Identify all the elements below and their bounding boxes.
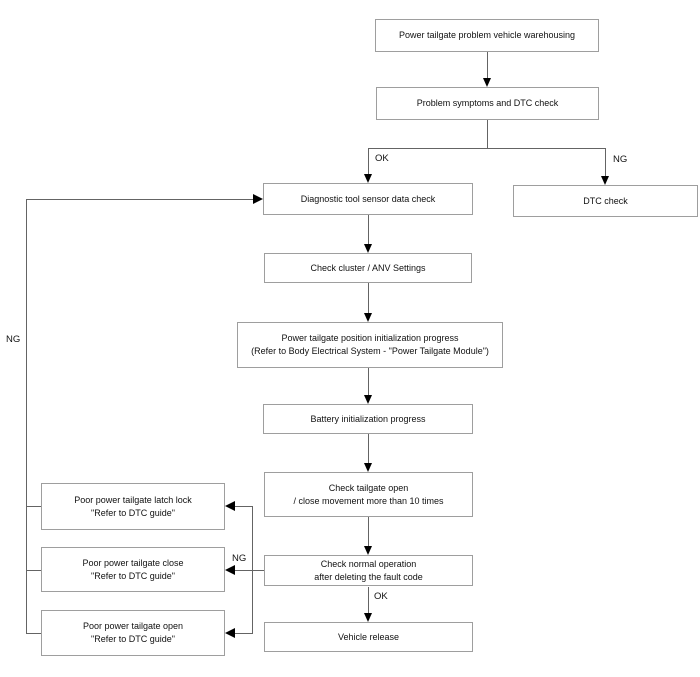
connector-symptoms-to-branch [487, 120, 488, 148]
node-label: Problem symptoms and DTC check [416, 98, 559, 108]
node-power-tailgate-warehousing: Power tailgate problem vehicle warehousi… [375, 19, 599, 52]
arrowhead-down-icon [601, 176, 609, 185]
connector-warehousing-to-symptoms [487, 52, 488, 79]
connector-ng-loop-vertical [26, 199, 27, 633]
connector-normal-operation-to-vehicle-release [368, 587, 369, 613]
edge-label-ok-release: OK [373, 591, 389, 603]
node-label-line2: "Refer to DTC guide" [91, 634, 175, 644]
node-label: Check cluster / ANV Settings [310, 262, 426, 273]
node-label: Power tailgate problem vehicle warehousi… [398, 30, 576, 40]
node-diagnostic-tool-sensor-data-check: Diagnostic tool sensor data check [263, 183, 473, 215]
connector-ok-drop [368, 148, 369, 174]
node-problem-symptoms-dtc-check: Problem symptoms and DTC check [376, 87, 599, 120]
connector-loop-to-poor-close [26, 570, 41, 571]
edge-label-ng-loop: NG [5, 334, 22, 346]
connector-loop-to-poor-open [26, 633, 41, 634]
arrowhead-down-icon [364, 174, 372, 183]
arrowhead-left-icon [225, 628, 235, 638]
connector-ng-drop [605, 148, 606, 176]
node-label-line1: Check tailgate open [328, 482, 409, 493]
connector-tailgate-cycle-to-normal-operation [368, 517, 369, 546]
connector-position-init-to-battery [368, 368, 369, 395]
arrowhead-down-icon [364, 546, 372, 555]
node-vehicle-release: Vehicle release [264, 622, 473, 652]
node-label-line1: Check normal operation [320, 558, 417, 569]
edge-label-ng-fan: NG [231, 553, 248, 565]
node-check-normal-operation: Check normal operation after deleting th… [264, 555, 473, 586]
connector-ng-loop-top [26, 199, 253, 200]
node-check-cluster-anv-settings: Check cluster / ANV Settings [264, 253, 472, 283]
node-label-line1: Poor power tailgate latch lock [74, 494, 192, 505]
node-poor-power-tailgate-latch-lock: Poor power tailgate latch lock "Refer to… [41, 483, 225, 530]
arrowhead-down-icon [364, 244, 372, 253]
node-label-line1: Power tailgate position initialization p… [281, 333, 459, 343]
node-label: Vehicle release [337, 631, 400, 642]
node-label: Battery initialization progress [310, 413, 426, 424]
edge-label-ng-branch: NG [612, 154, 629, 166]
node-label-line2: after deleting the fault code [314, 571, 423, 582]
node-label: DTC check [583, 195, 628, 206]
node-poor-power-tailgate-close: Poor power tailgate close "Refer to DTC … [41, 547, 225, 592]
arrowhead-right-icon [253, 194, 263, 204]
node-label-line1: Poor power tailgate open [82, 621, 184, 631]
connector-battery-to-tailgate-cycle [368, 434, 369, 463]
arrowhead-down-icon [364, 395, 372, 404]
connector-loop-to-latch-lock [26, 506, 41, 507]
node-battery-initialization-progress: Battery initialization progress [263, 404, 473, 434]
connector-fan-to-poor-open [235, 633, 253, 634]
arrowhead-down-icon [364, 463, 372, 472]
arrowhead-left-icon [225, 501, 235, 511]
arrowhead-down-icon [483, 78, 491, 87]
node-label: Diagnostic tool sensor data check [300, 193, 436, 204]
node-label-line2: (Refer to Body Electrical System - "Powe… [251, 346, 489, 356]
node-label-line2: "Refer to DTC guide" [91, 570, 175, 581]
node-dtc-check: DTC check [513, 185, 698, 217]
arrowhead-down-icon [364, 613, 372, 622]
connector-diagnostic-to-cluster [368, 215, 369, 244]
node-label-line2: / close movement more than 10 times [293, 495, 444, 506]
node-label-line2: "Refer to DTC guide" [91, 507, 175, 518]
node-position-initialization-progress: Power tailgate position initialization p… [237, 322, 503, 368]
connector-fan-to-latch-lock [235, 506, 253, 507]
node-label-line1: Poor power tailgate close [82, 557, 184, 568]
connector-branch-horizontal [368, 148, 606, 149]
connector-cluster-to-position-init [368, 283, 369, 313]
node-poor-power-tailgate-open: Poor power tailgate open "Refer to DTC g… [41, 610, 225, 656]
arrowhead-left-icon [225, 565, 235, 575]
edge-label-ok-branch: OK [374, 153, 390, 165]
arrowhead-down-icon [364, 313, 372, 322]
connector-fan-to-poor-close [235, 570, 264, 571]
node-check-tailgate-open-close-movement: Check tailgate open / close movement mor… [264, 472, 473, 517]
